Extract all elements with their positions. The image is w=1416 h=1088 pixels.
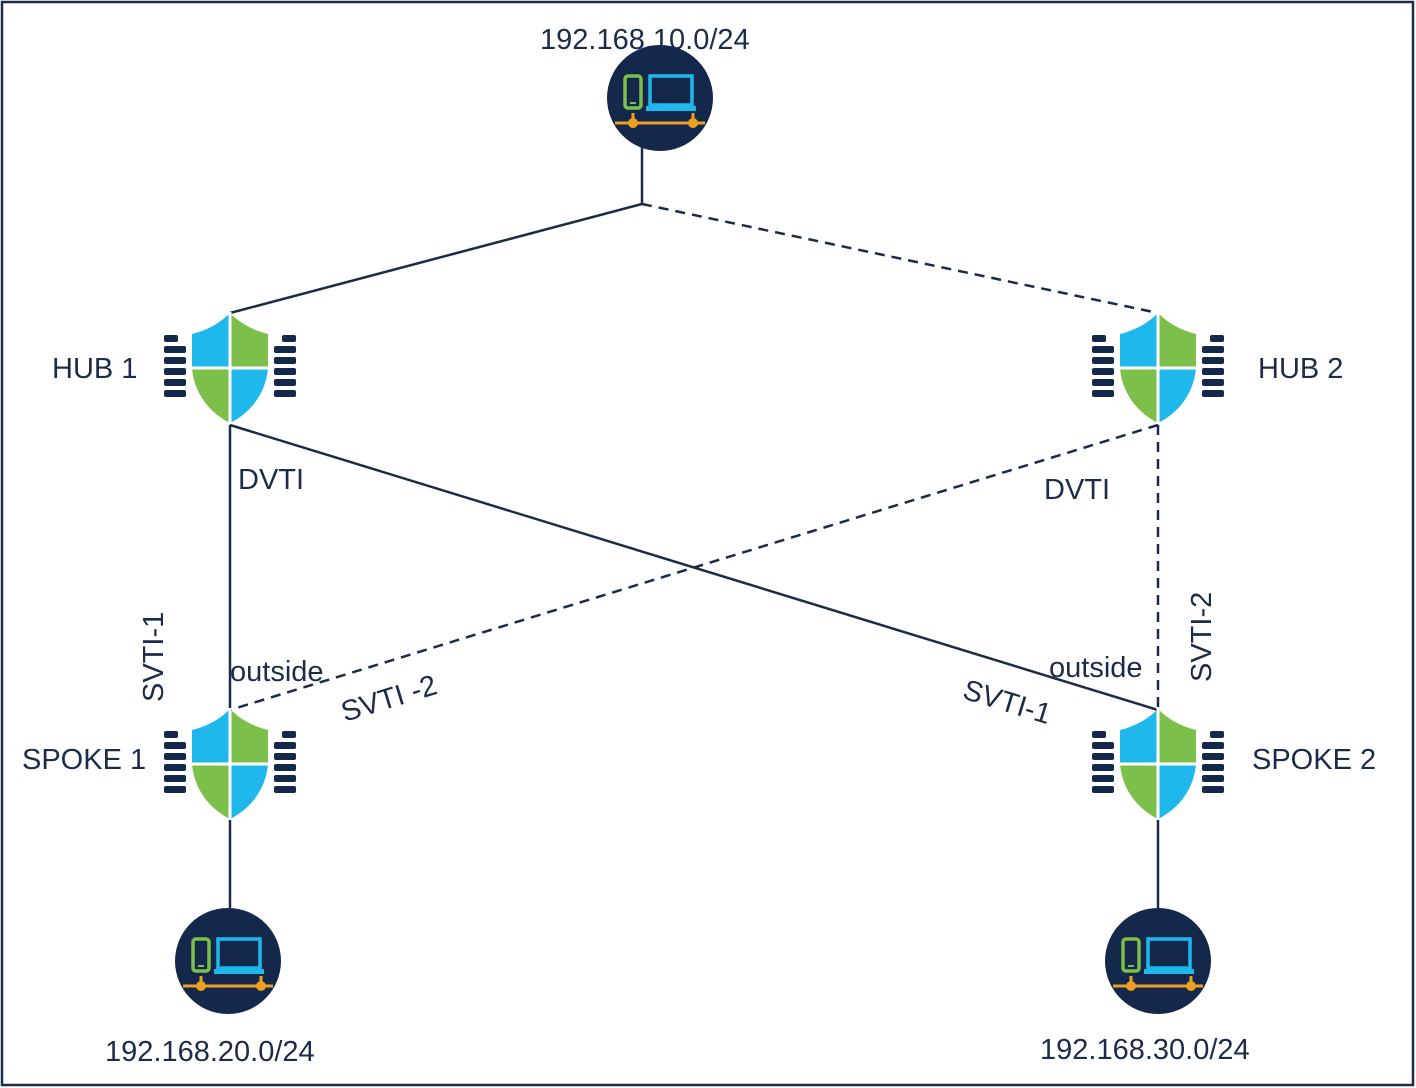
network-spoke1-icon	[173, 906, 283, 1016]
link-top-hub2	[641, 202, 1159, 315]
spoke2-firewall-icon	[1090, 706, 1226, 822]
hub1-firewall-icon	[162, 310, 298, 426]
network-top-label: 192.168.10.0/24	[540, 24, 750, 56]
hub2-dvti-label: DVTI	[1044, 474, 1111, 506]
hub1-dvti-label: DVTI	[238, 464, 305, 496]
spoke1-svti1-label: SVTI-1	[138, 611, 170, 702]
network-spoke1-label: 192.168.20.0/24	[105, 1036, 315, 1068]
network-spoke2-icon	[1103, 906, 1213, 1016]
hub1-label: HUB 1	[52, 353, 138, 385]
spoke1-firewall-icon	[162, 706, 298, 822]
spoke2-outside-label: outside	[1049, 652, 1143, 684]
link-top-hub1	[229, 202, 643, 315]
network-top-icon	[605, 43, 715, 153]
spoke2-svti2-label: SVTI-2	[1186, 591, 1218, 682]
spoke2-label: SPOKE 2	[1252, 744, 1377, 776]
spoke1-label: SPOKE 1	[22, 744, 147, 776]
hub2-label: HUB 2	[1258, 353, 1344, 385]
spoke1-outside-label: outside	[230, 656, 324, 688]
link-hub2-spoke1	[229, 423, 1159, 712]
hub2-firewall-icon	[1090, 310, 1226, 426]
network-spoke2-label: 192.168.30.0/24	[1040, 1034, 1250, 1066]
